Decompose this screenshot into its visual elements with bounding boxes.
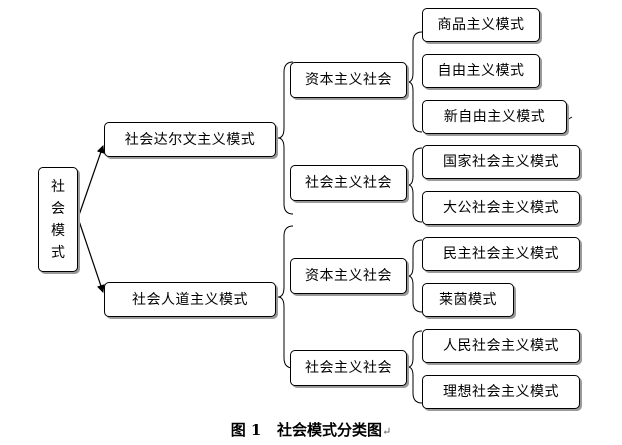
brace-capitalism-a [407, 31, 423, 133]
node-social-darwinism: 社会达尔文主义模式 [104, 122, 276, 157]
node-socialist-society: 社会主义社会 [290, 165, 407, 201]
root-char: 模 [51, 222, 65, 239]
stub-tick [566, 116, 573, 121]
paragraph-return-icon: ↵ [382, 425, 392, 438]
figure-caption: 图 1 社会模式分类图↵ [0, 420, 622, 442]
node-commodity-model: 商品主义模式 [422, 8, 540, 42]
node-socialist-society: 社会主义社会 [290, 350, 407, 386]
root-char: 会 [51, 200, 65, 217]
arrow-root-to-darwinism [77, 145, 105, 219]
root-node-social-models: 社 会 模 式 [38, 167, 78, 272]
node-rhine-model: 莱茵模式 [422, 283, 514, 317]
brace-darwinism [277, 61, 294, 215]
node-capitalist-society: 资本主义社会 [290, 258, 407, 294]
node-commune-socialism-model: 大公社会主义模式 [422, 191, 580, 225]
figure-title: 社会模式分类图 [277, 421, 383, 439]
brace-socialism-a [407, 147, 423, 223]
root-char: 社 [51, 178, 65, 195]
node-capitalist-society: 资本主义社会 [290, 62, 407, 98]
node-democratic-socialism-model: 民主社会主义模式 [422, 237, 580, 271]
brace-socialism-b [407, 330, 423, 404]
node-liberalism-model: 自由主义模式 [422, 54, 540, 88]
arrow-root-to-humanism [77, 217, 105, 293]
node-peoples-socialism-model: 人民社会主义模式 [422, 329, 580, 363]
node-state-socialism-model: 国家社会主义模式 [422, 145, 580, 179]
root-char: 式 [51, 244, 65, 261]
brace-capitalism-b [407, 239, 423, 313]
node-neoliberalism-model: 新自由主义模式 [422, 100, 567, 134]
node-ideal-socialism-model: 理想社会主义模式 [422, 375, 580, 409]
node-social-humanism: 社会人道主义模式 [104, 282, 276, 317]
figure-number: 图 1 [230, 421, 262, 439]
brace-humanism [277, 225, 294, 369]
